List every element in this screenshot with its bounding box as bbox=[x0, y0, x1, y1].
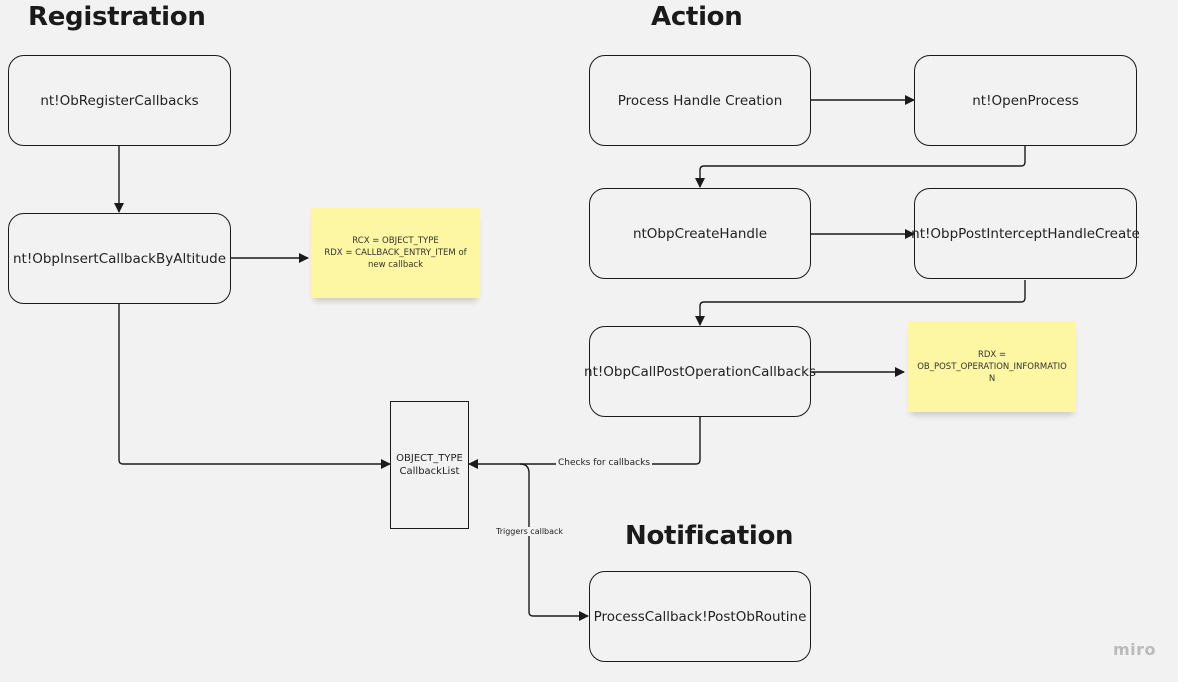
edge-insert-to-callbacklist bbox=[118, 304, 391, 469]
edge-callpostop-to-callbacklist bbox=[468, 417, 701, 469]
edge-triggers-to-postob bbox=[519, 463, 589, 621]
node-obp-call-post-operation-callbacks[interactable]: nt!ObpCallPostOperationCallbacks bbox=[584, 326, 816, 417]
callback-list-line1: OBJECT_TYPE bbox=[396, 453, 463, 464]
edge-label-checks: Checks for callbacks bbox=[556, 458, 653, 468]
node-object-type-callback-list[interactable]: OBJECT_TYPE CallbackList bbox=[390, 401, 469, 529]
edge-label-triggers: Triggers callback bbox=[494, 527, 566, 536]
sticky-note-action-line3: N bbox=[988, 373, 996, 384]
edge-openprocess-to-createhandle bbox=[695, 146, 1026, 188]
node-post-ob-routine[interactable]: ProcessCallback!PostObRoutine bbox=[589, 571, 811, 662]
registration-heading: Registration bbox=[28, 2, 206, 32]
node-obp-create-handle[interactable]: ntObpCreateHandle bbox=[589, 188, 811, 279]
miro-watermark: miro bbox=[1113, 640, 1157, 659]
sticky-note-action-line2: OB_POST_OPERATION_INFORMATIO bbox=[917, 361, 1067, 372]
node-open-process[interactable]: nt!OpenProcess bbox=[914, 55, 1137, 146]
sticky-note-registration-line1: RCX = OBJECT_TYPE bbox=[352, 236, 439, 246]
node-process-handle-creation[interactable]: Process Handle Creation bbox=[589, 55, 811, 146]
edge-postintercept-to-callpostop bbox=[695, 280, 1026, 326]
sticky-note-registration[interactable]: RCX = OBJECT_TYPE RDX = CALLBACK_ENTRY_I… bbox=[311, 208, 480, 298]
sticky-note-action-line1: RDX = bbox=[977, 349, 1007, 360]
sticky-note-registration-line3: new callback bbox=[367, 260, 424, 270]
node-ob-register-callbacks[interactable]: nt!ObRegisterCallbacks bbox=[8, 55, 231, 146]
sticky-note-action[interactable]: RDX = OB_POST_OPERATION_INFORMATIO N bbox=[908, 321, 1076, 412]
node-obp-post-intercept-handle-create[interactable]: nt!ObpPostInterceptHandleCreate bbox=[911, 188, 1140, 279]
callback-list-line2: CallbackList bbox=[399, 466, 460, 477]
action-heading: Action bbox=[651, 2, 743, 32]
node-obp-insert-callback-by-altitude[interactable]: nt!ObpInsertCallbackByAltitude bbox=[8, 213, 231, 304]
notification-heading: Notification bbox=[625, 521, 794, 551]
sticky-note-registration-line2: RDX = CALLBACK_ENTRY_ITEM of bbox=[324, 248, 467, 258]
